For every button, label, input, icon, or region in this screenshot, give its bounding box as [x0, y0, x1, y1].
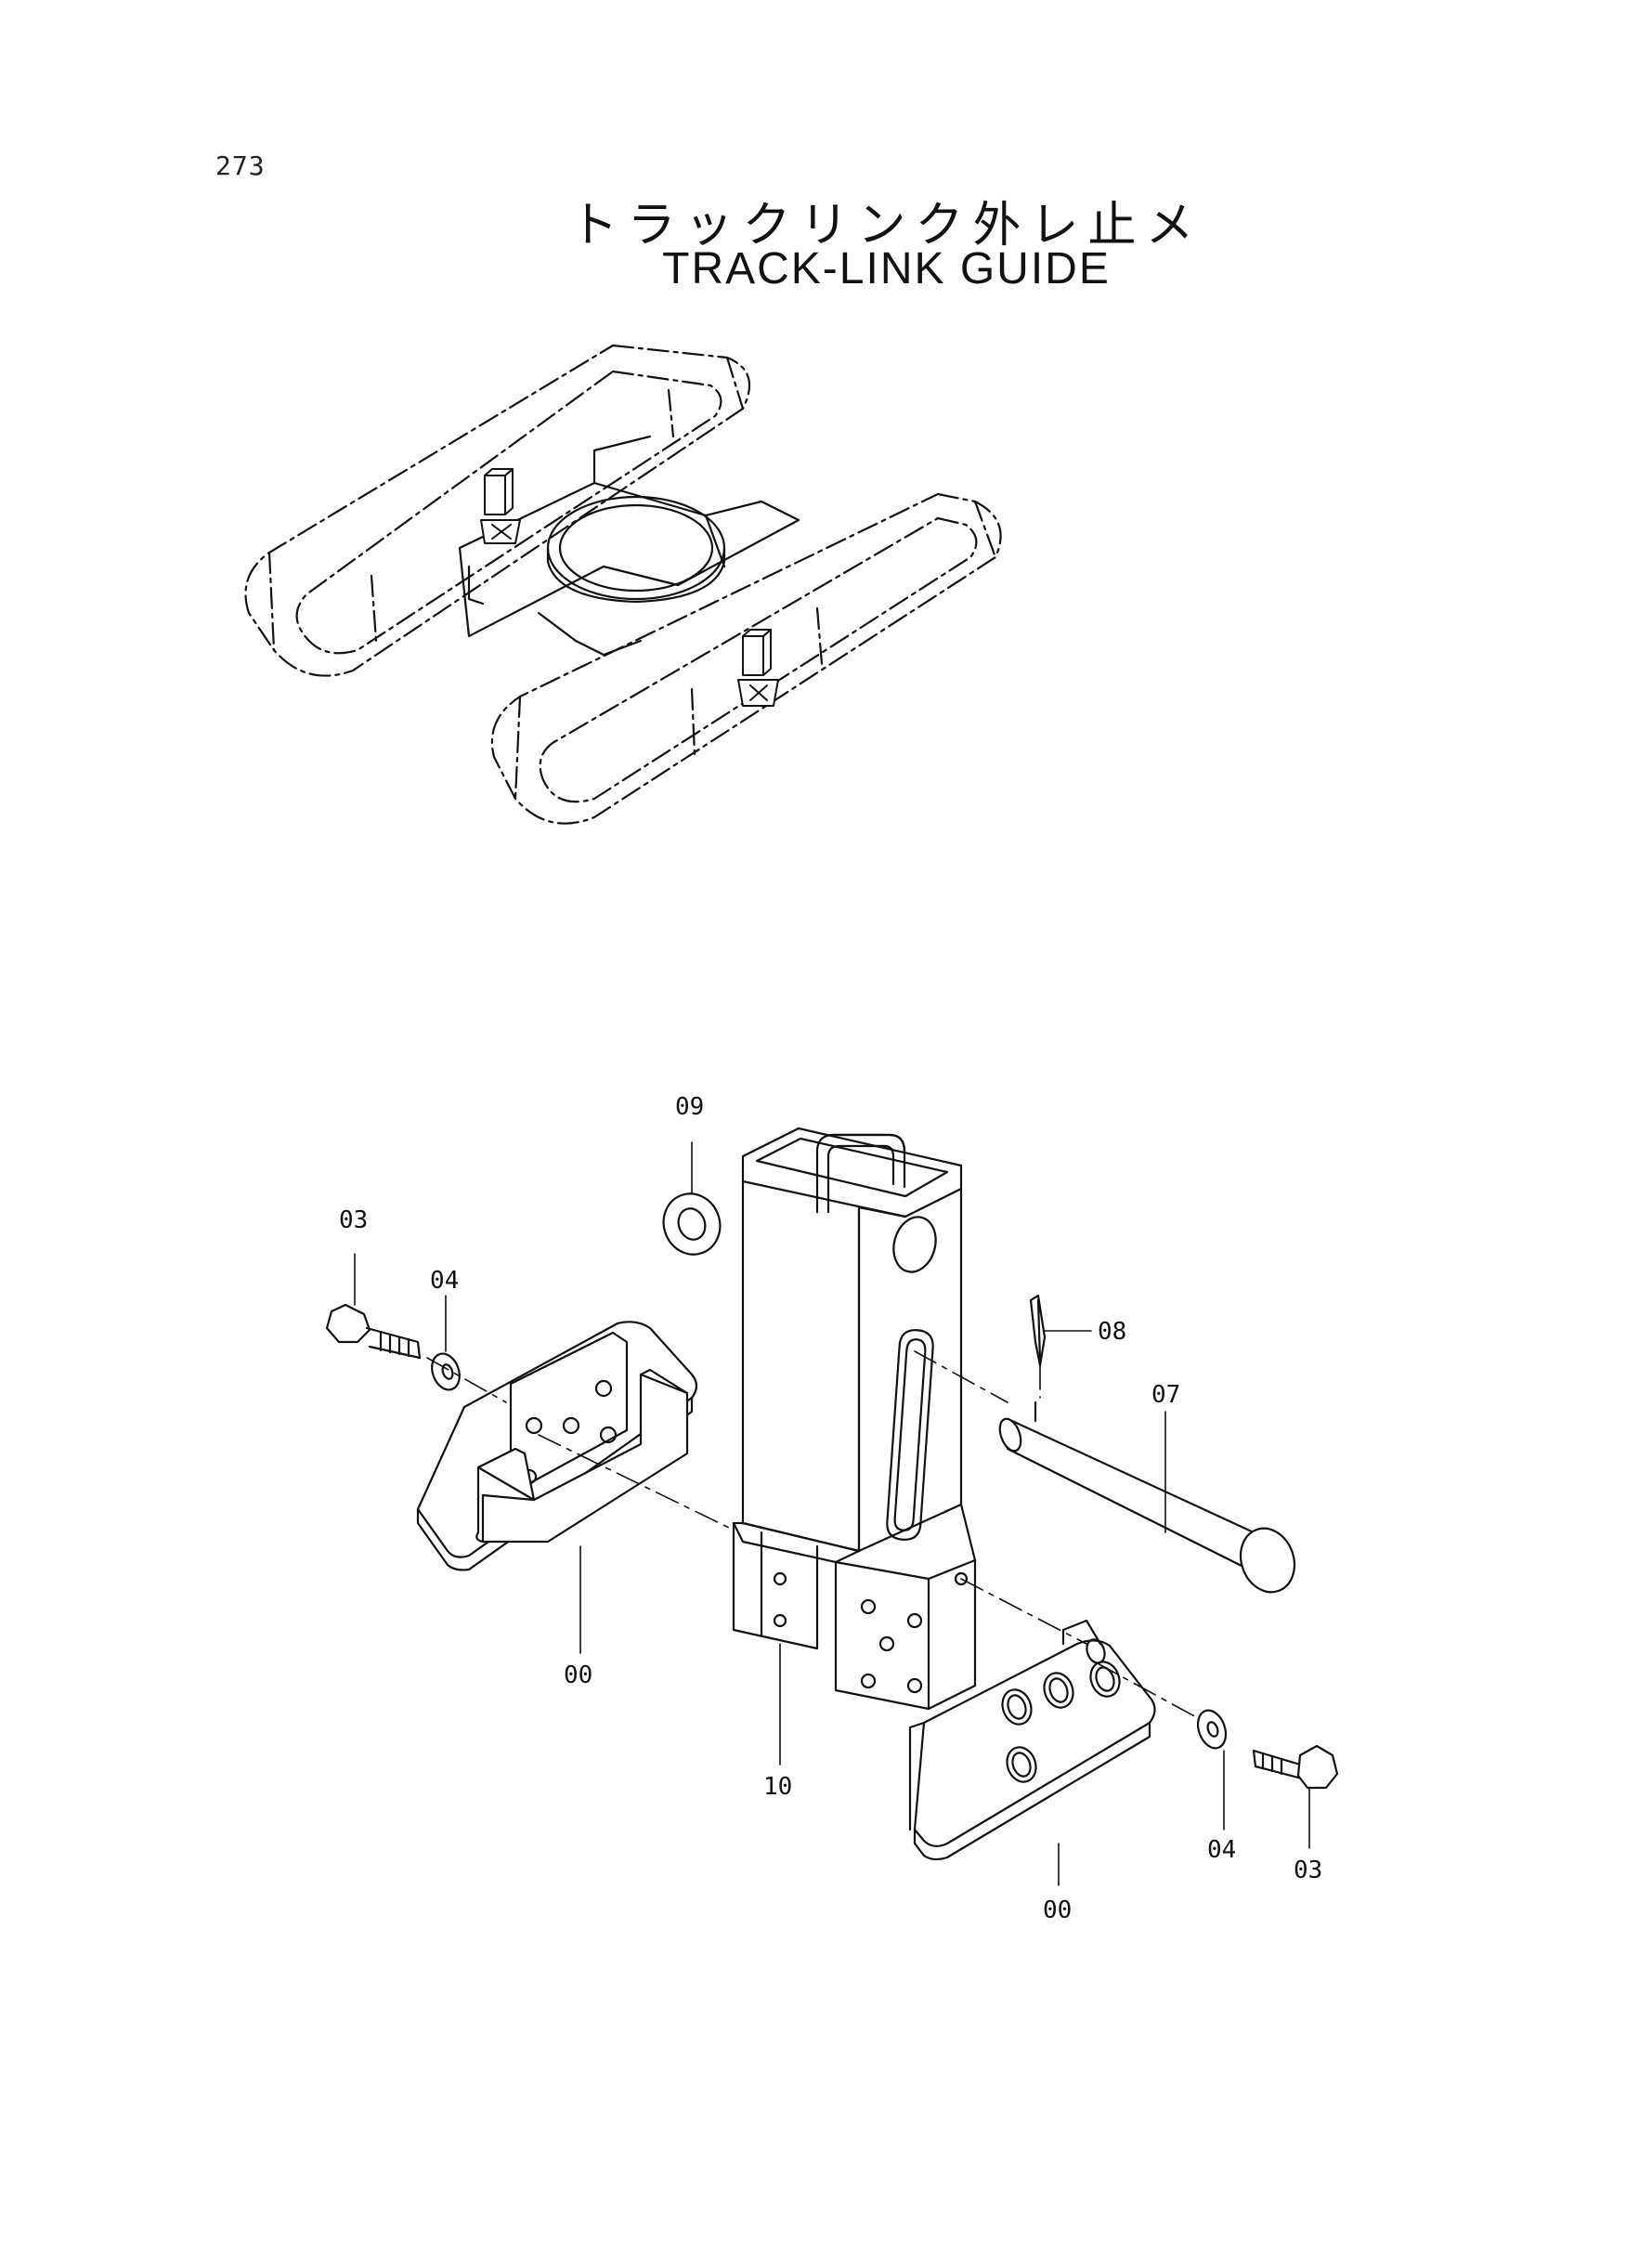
split-pin-08 [1029, 1294, 1047, 1367]
side-plate-left [416, 1321, 698, 1571]
callout-04-left: 04 [430, 1267, 459, 1295]
undercarriage-overview [244, 344, 1002, 825]
guide-block [732, 1127, 977, 1711]
callout-03-right: 03 [1294, 1857, 1322, 1884]
bolt-03-left [325, 1303, 422, 1360]
callout-00-right: 00 [1043, 1896, 1072, 1924]
title-japanese: トラックリンク外レ止メ [569, 198, 1203, 254]
callout-00-left: 00 [564, 1661, 592, 1689]
callout-03-left: 03 [339, 1206, 368, 1234]
callout-10: 10 [763, 1773, 792, 1801]
washer-09 [662, 1192, 722, 1256]
track-guide-right-location [737, 629, 779, 707]
swing-bearing-ring [546, 495, 726, 604]
left-track [244, 344, 751, 677]
callout-04-right: 04 [1207, 1836, 1236, 1864]
bolt-03-right [1252, 1744, 1339, 1790]
washer-04-left [431, 1352, 461, 1391]
right-track [490, 492, 1002, 825]
pin-07 [998, 1401, 1296, 1594]
callout-09: 09 [675, 1093, 704, 1121]
center-frame [458, 435, 800, 657]
callout-07: 07 [1151, 1381, 1180, 1409]
track-guide-left-location [480, 468, 521, 544]
side-plate-right [908, 1619, 1156, 1861]
title-english: TRACK-LINK GUIDE [662, 244, 1111, 293]
page-number: 273 [215, 150, 266, 181]
callout-08: 08 [1098, 1318, 1126, 1346]
washer-04-right [1196, 1709, 1228, 1750]
assembly-lines [426, 1350, 1199, 1719]
leader-lines [354, 1141, 1310, 1886]
